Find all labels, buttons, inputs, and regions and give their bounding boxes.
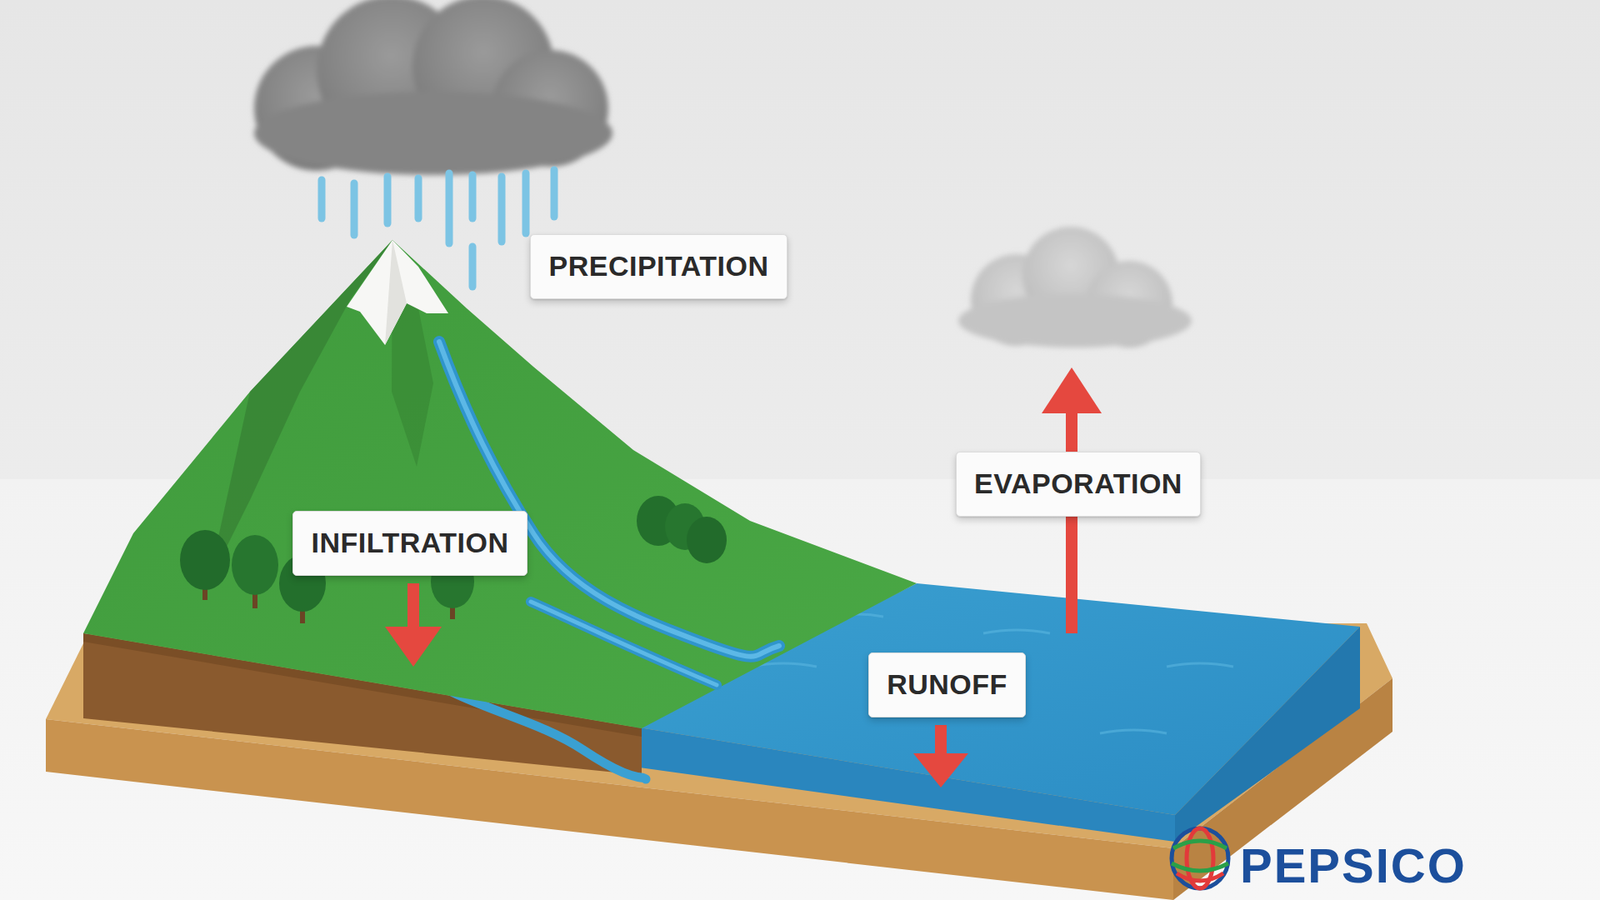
process-sign: PRECIPITATION (530, 234, 788, 300)
process-label: INFILTRATION (310, 527, 509, 559)
rain-cloud (254, 0, 613, 175)
process-sign: RUNOFF (868, 652, 1026, 718)
process-label: RUNOFF (886, 669, 1008, 700)
process-sign: EVAPORATION (955, 451, 1201, 517)
process-sign: INFILTRATION (292, 510, 528, 576)
evaporation-cloud (958, 226, 1192, 348)
brand-watermark: PEPSICO (1240, 841, 1467, 890)
process-arrows (385, 367, 1102, 788)
rain-drops (321, 170, 555, 287)
process-label: EVAPORATION (974, 468, 1183, 500)
trees (180, 495, 727, 624)
mountain (83, 240, 917, 729)
logo-globe (1171, 828, 1229, 889)
process-label: PRECIPITATION (548, 250, 769, 282)
